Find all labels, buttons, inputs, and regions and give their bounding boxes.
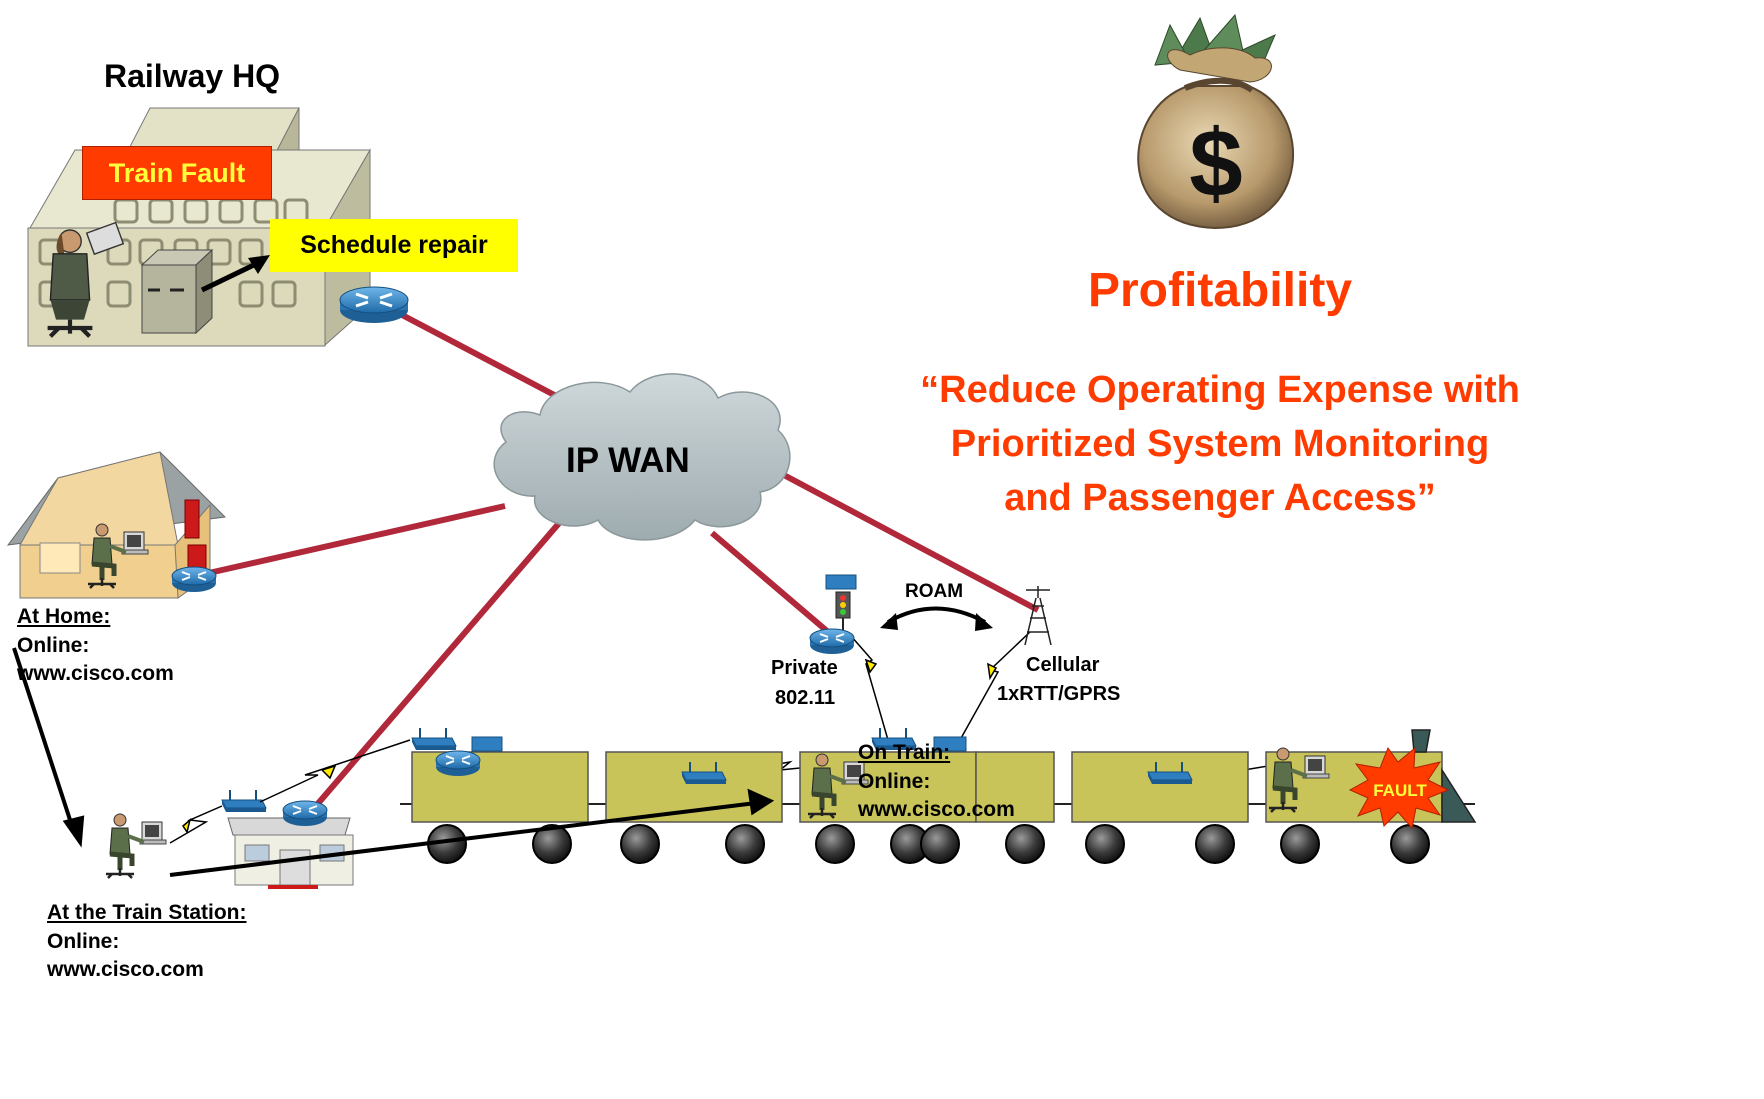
- schedule-repair-callout: Schedule repair: [270, 219, 518, 272]
- station-status: Online:: [47, 930, 120, 953]
- cellular-label-line2: 1xRTT/GPRS: [997, 683, 1121, 705]
- profitability-title: Profitability: [1087, 264, 1353, 317]
- link-private-to-wan: [710, 530, 836, 640]
- cellular-label-line1: Cellular: [1026, 654, 1100, 676]
- train-wheels: [427, 824, 1430, 864]
- cellular-tower-icon: [1024, 586, 1052, 646]
- train-radio-icon-2: [933, 736, 967, 752]
- station-user-icon: [106, 814, 166, 878]
- train-car-3: [799, 751, 977, 823]
- roam-label: ROAM: [905, 581, 964, 602]
- train-car-4: [1071, 751, 1249, 823]
- private-80211-icon: [825, 574, 857, 632]
- hq-title: Railway HQ: [104, 58, 281, 94]
- link-hq-to-wan: [383, 303, 562, 401]
- link-home-to-wan: [199, 503, 506, 578]
- train-heading: On Train:: [858, 741, 951, 764]
- roam-arrow-icon: [880, 606, 993, 631]
- link-station-to-wan: [312, 520, 563, 809]
- train-ap-icon-1: [411, 727, 457, 751]
- train-fault-callout: Train Fault: [82, 146, 272, 200]
- arrow-head: [248, 255, 270, 274]
- train-radio-icon-1: [471, 736, 503, 752]
- station-heading: At the Train Station:: [47, 901, 247, 924]
- train-router-icon: [435, 750, 481, 777]
- hq-operator-icon: [47, 221, 125, 338]
- travel-arrows: [12, 647, 775, 877]
- hq-router-icon: [338, 285, 410, 325]
- home-to-station-arrow: [12, 647, 74, 827]
- train-status: Online:: [858, 770, 931, 793]
- station-router-icon: [282, 800, 328, 827]
- home-heading: At Home:: [17, 605, 111, 628]
- hq-repair-arrow: [200, 260, 260, 293]
- dollar-sign: $: [1189, 110, 1242, 217]
- quote-line-2: Prioritized System Monitoring: [950, 423, 1490, 465]
- private-router-icon: [809, 628, 855, 655]
- station-access-point-icon: [221, 789, 267, 813]
- private-label-line1: Private: [771, 657, 838, 679]
- home-status: Online:: [17, 634, 90, 657]
- station-site: www.cisco.com: [47, 958, 204, 981]
- train-car-3b: [975, 751, 1055, 823]
- station-to-train-arrow: [169, 801, 757, 877]
- quote-line-1: “Reduce Operating Expense with: [920, 369, 1520, 411]
- money-bag-icon: $: [1137, 13, 1294, 230]
- ip-wan-label: IP WAN: [566, 441, 690, 480]
- fault-badge-label: FAULT: [1373, 781, 1427, 800]
- home-site: www.cisco.com: [17, 662, 174, 685]
- private-label-line2: 802.11: [775, 687, 836, 709]
- train-site: www.cisco.com: [858, 798, 1015, 821]
- fault-burst-icon: [1348, 746, 1450, 830]
- home-router-icon: [171, 566, 217, 593]
- ip-wan-cloud: [493, 373, 791, 541]
- quote-line-3: and Passenger Access”: [1004, 477, 1436, 519]
- link-cellular-to-wan: [763, 462, 1040, 613]
